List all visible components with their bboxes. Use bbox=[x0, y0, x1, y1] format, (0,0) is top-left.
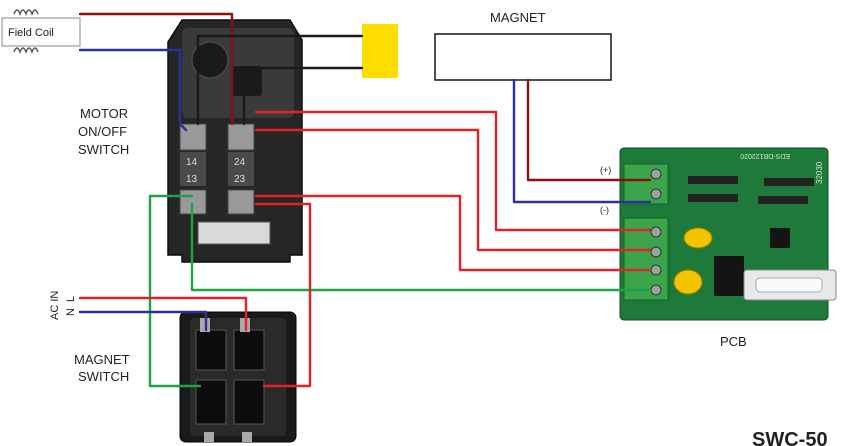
magnet-switch-term-bl bbox=[195, 379, 227, 425]
pcb-terminal-block-top bbox=[623, 163, 669, 205]
pcb-screw-3 bbox=[650, 226, 662, 238]
motor-switch-cap bbox=[232, 66, 262, 96]
magnet-switch-lug-4 bbox=[242, 432, 252, 442]
wire-green-pcb bbox=[190, 202, 652, 292]
terminal-23-label: 23 bbox=[234, 174, 246, 185]
ac-n-label: N bbox=[65, 308, 77, 316]
wire-red-2 bbox=[254, 128, 652, 252]
terminal-24-label: 24 bbox=[234, 157, 246, 168]
pcb-minus-label: (-) bbox=[600, 205, 609, 215]
motor-switch: 14 24 13 23 bbox=[167, 19, 303, 263]
terminal-13-block bbox=[180, 170, 206, 186]
wire-red-magnet-switch bbox=[254, 202, 312, 388]
motor-switch-lower-panel bbox=[197, 221, 271, 245]
pcb-ic bbox=[770, 228, 790, 248]
pcb-screw-2 bbox=[650, 188, 662, 200]
corner-code: SWC-50 bbox=[752, 429, 828, 446]
field-coil-box bbox=[1, 17, 81, 47]
ac-in-label: AC IN bbox=[49, 291, 61, 320]
terminal-top-right bbox=[227, 123, 255, 151]
yellow-capacitor bbox=[362, 24, 398, 78]
field-coil-label: Field Coil bbox=[8, 27, 54, 39]
motor-switch-label-line1: MOTOR bbox=[80, 106, 128, 121]
motor-switch-label-line3: SWITCH bbox=[78, 142, 129, 157]
terminal-14-block bbox=[180, 152, 206, 170]
wire-red-3 bbox=[254, 194, 652, 272]
wire-red-1 bbox=[254, 110, 652, 232]
pcb-label: PCB bbox=[720, 334, 747, 349]
pcb-screw-4 bbox=[650, 246, 662, 258]
magnet-switch-label-line2: SWITCH bbox=[78, 369, 129, 384]
pcb-diode-3 bbox=[688, 194, 738, 202]
magnet-switch bbox=[179, 311, 297, 443]
ac-l-label: L bbox=[65, 296, 77, 302]
wire-magnet-plus bbox=[526, 78, 652, 182]
wire-magnet-minus bbox=[512, 78, 652, 204]
wire-field-coil-top bbox=[78, 12, 234, 126]
magnet-title: MAGNET bbox=[490, 10, 546, 25]
terminal-23-block bbox=[228, 170, 254, 186]
field-coil: Field Coil bbox=[1, 9, 81, 54]
pcb-diode-1 bbox=[688, 176, 738, 184]
magnet-switch-label-line1: MAGNET bbox=[74, 352, 130, 367]
pcb: EDS-DB122020 32030 bbox=[619, 147, 837, 321]
motor-switch-knob bbox=[191, 41, 229, 79]
wire-field-coil-bottom bbox=[78, 48, 188, 132]
pcb-screw-6 bbox=[650, 284, 662, 296]
field-coil-bottom-winding bbox=[13, 47, 39, 54]
wire-capacitor-bottom bbox=[242, 66, 364, 126]
wire-ac-l bbox=[78, 296, 248, 332]
wire-capacitor-top bbox=[196, 34, 364, 126]
terminal-24-block bbox=[228, 152, 254, 170]
pcb-screw-1 bbox=[650, 168, 662, 180]
pcb-diode-2 bbox=[764, 178, 814, 186]
pcb-silk-num: 32030 bbox=[815, 161, 824, 184]
magnet-switch-term-tl bbox=[195, 329, 227, 371]
motor-switch-label-line2: ON/OFF bbox=[78, 124, 127, 139]
field-coil-top-winding bbox=[13, 9, 39, 16]
pcb-diode-4 bbox=[758, 196, 808, 204]
pcb-yellow-cap-1 bbox=[683, 227, 713, 249]
terminal-14-label: 14 bbox=[186, 157, 198, 168]
wire-ac-n bbox=[78, 310, 208, 332]
terminal-13-label: 13 bbox=[186, 174, 198, 185]
pcb-black-component bbox=[714, 256, 744, 296]
magnet-switch-term-br bbox=[233, 379, 265, 425]
pcb-silk-top: EDS-DB122020 bbox=[740, 152, 790, 159]
magnet-switch-lug-3 bbox=[204, 432, 214, 442]
magnet-box bbox=[434, 33, 612, 81]
magnet-switch-term-tr bbox=[233, 329, 265, 371]
pcb-plus-label: (+) bbox=[600, 165, 611, 175]
wire-green-magnet-switch bbox=[148, 194, 202, 388]
pcb-screw-5 bbox=[650, 264, 662, 276]
pcb-fuse-glass bbox=[755, 277, 823, 293]
pcb-yellow-cap-2 bbox=[673, 269, 703, 295]
terminal-bottom-right bbox=[227, 189, 255, 215]
